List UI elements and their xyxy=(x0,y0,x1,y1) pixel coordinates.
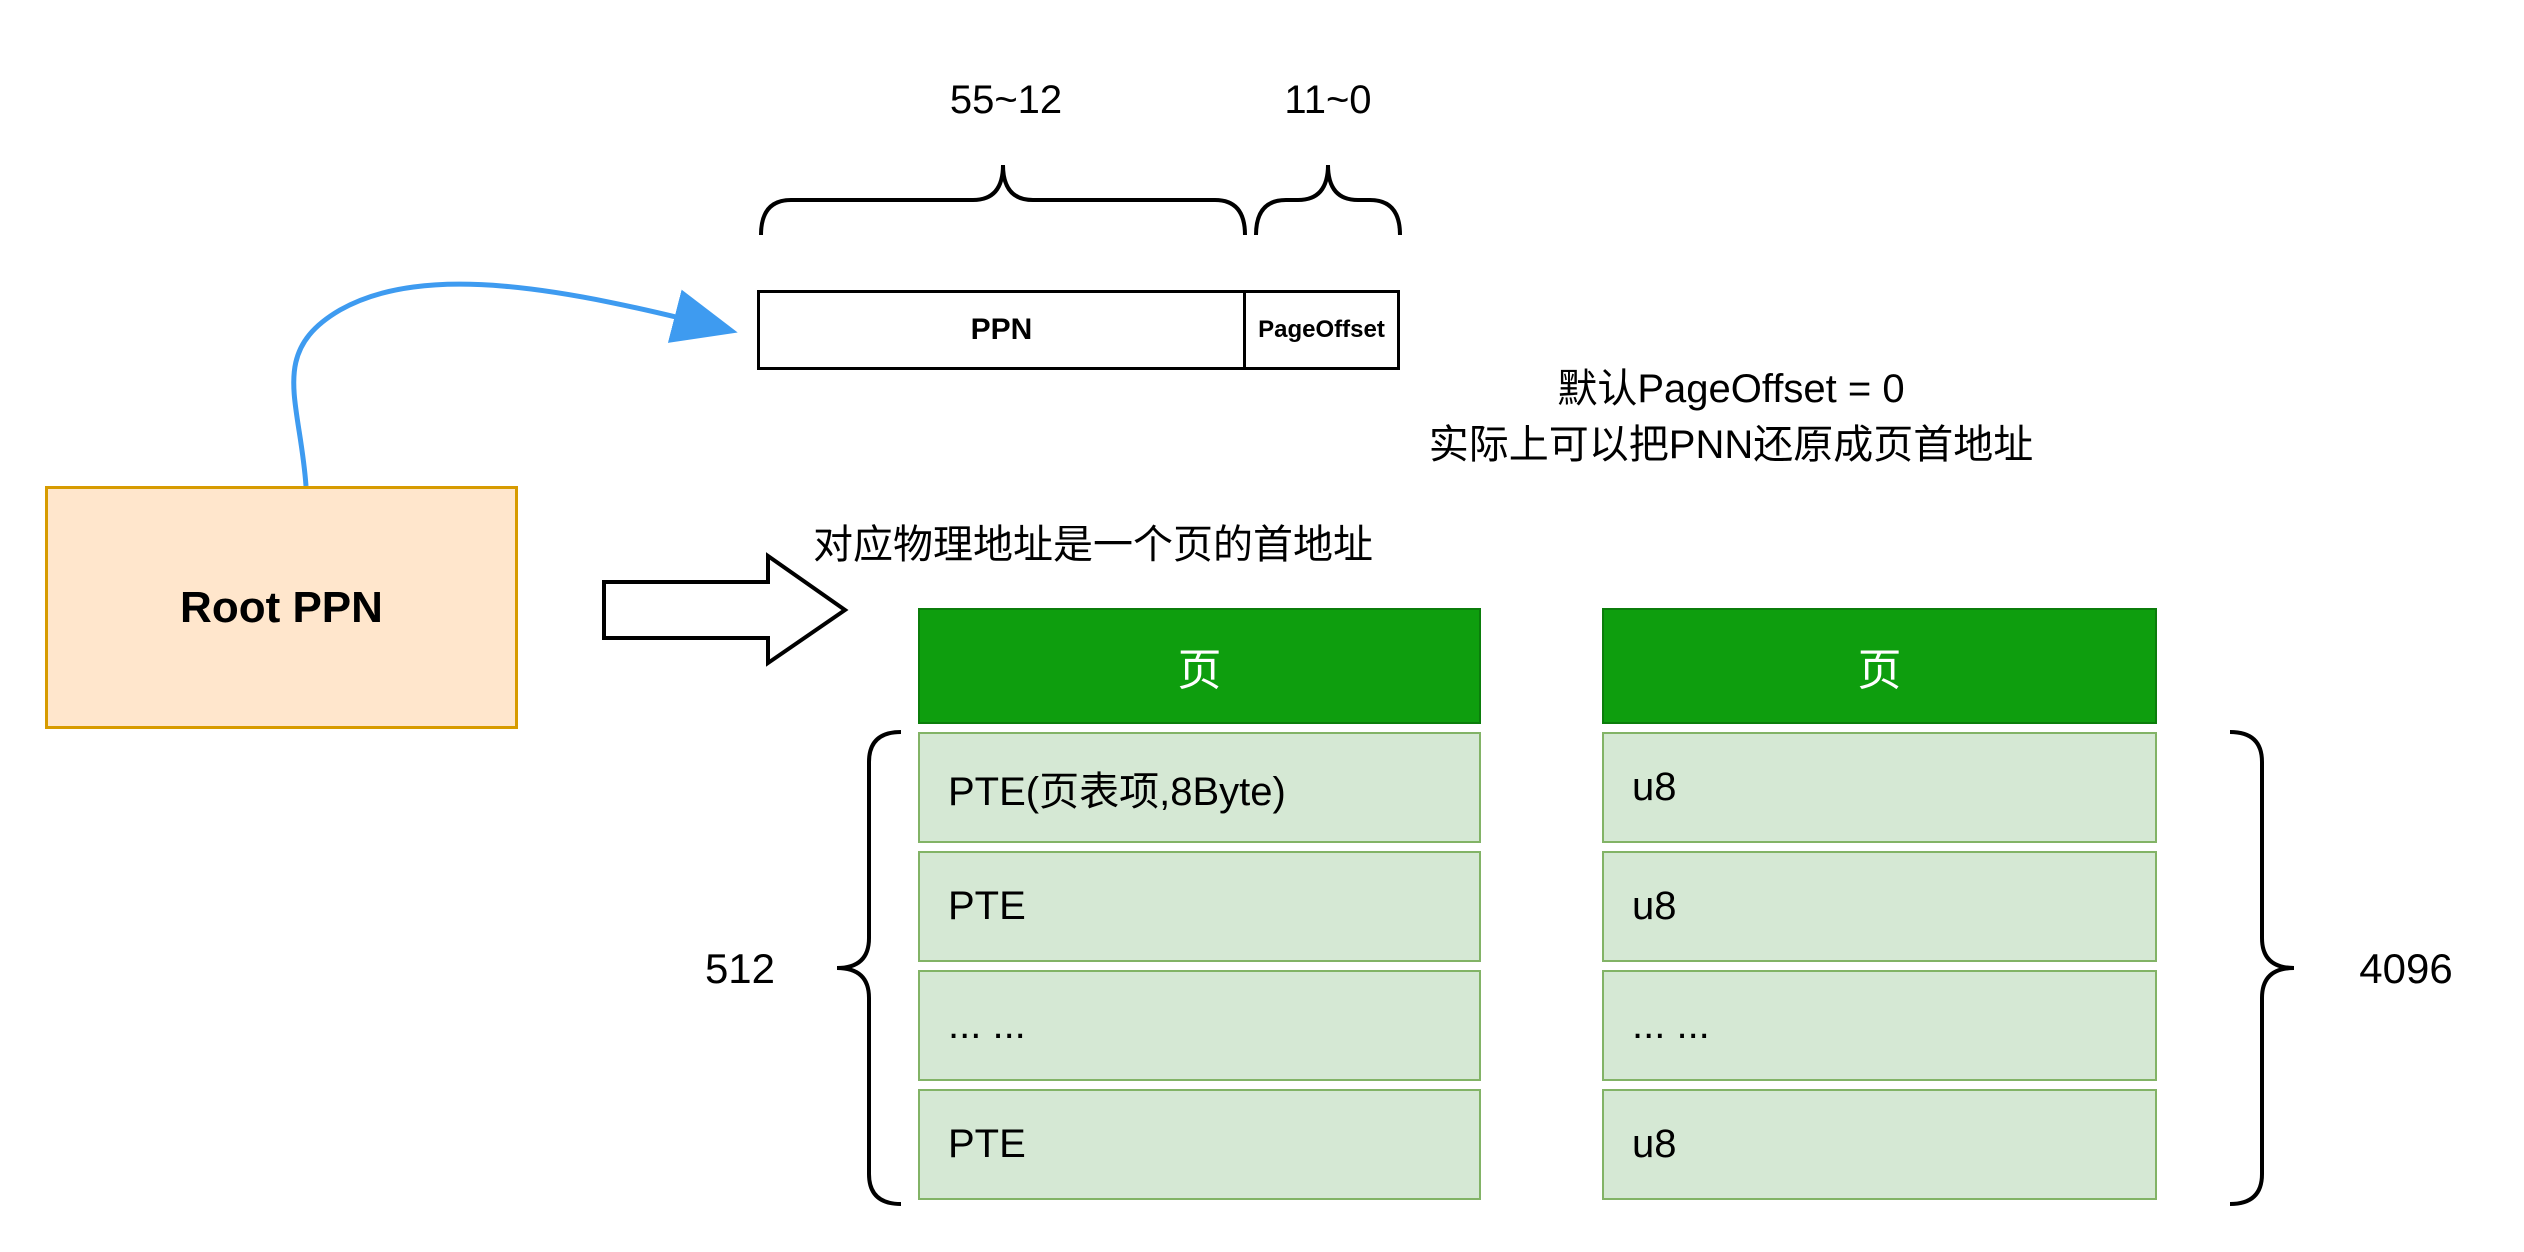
table-row: PTE xyxy=(918,851,1481,962)
pte-count-label: 512 xyxy=(704,945,776,992)
pte-page-table: 页 PTE(页表项,8Byte) PTE ... ... PTE xyxy=(918,608,1481,1200)
root-ppn-to-field-arrow xyxy=(291,281,738,487)
table-row: ... ... xyxy=(918,970,1481,1081)
brace-offset-range xyxy=(1254,164,1402,236)
note-default-pageoffset: 默认PageOffset = 0 xyxy=(1557,367,1905,411)
brace-4096 xyxy=(2229,730,2295,1206)
note-page-start-address: 对应物理地址是一个页的首地址 xyxy=(813,523,1373,567)
table-row: u8 xyxy=(1602,1089,2157,1200)
table-row: u8 xyxy=(1602,732,2157,843)
byte-count-label: 4096 xyxy=(2359,945,2453,992)
table-row: PTE xyxy=(918,1089,1481,1200)
block-arrow-right xyxy=(602,552,849,667)
bit-range-ppn-label: 55~12 xyxy=(949,78,1063,122)
brace-ppn-range xyxy=(759,164,1247,236)
ppn-field-label: PPN xyxy=(760,293,1246,367)
physical-address-field: PPN PageOffset xyxy=(757,290,1400,370)
bytes-table-header: 页 xyxy=(1602,608,2157,724)
pte-table-header: 页 xyxy=(918,608,1481,724)
root-ppn-box: Root PPN xyxy=(45,486,518,729)
table-row: u8 xyxy=(1602,851,2157,962)
table-row: ... ... xyxy=(1602,970,2157,1081)
brace-512 xyxy=(836,730,902,1206)
bytes-page-table: 页 u8 u8 ... ... u8 xyxy=(1602,608,2157,1200)
note-restore-page-address: 实际上可以把PNN还原成页首地址 xyxy=(1428,423,2034,467)
page-offset-field-label: PageOffset xyxy=(1258,316,1385,343)
bit-range-offset-label: 11~0 xyxy=(1284,78,1372,122)
root-ppn-label: Root PPN xyxy=(180,582,383,632)
table-row: PTE(页表项,8Byte) xyxy=(918,732,1481,843)
